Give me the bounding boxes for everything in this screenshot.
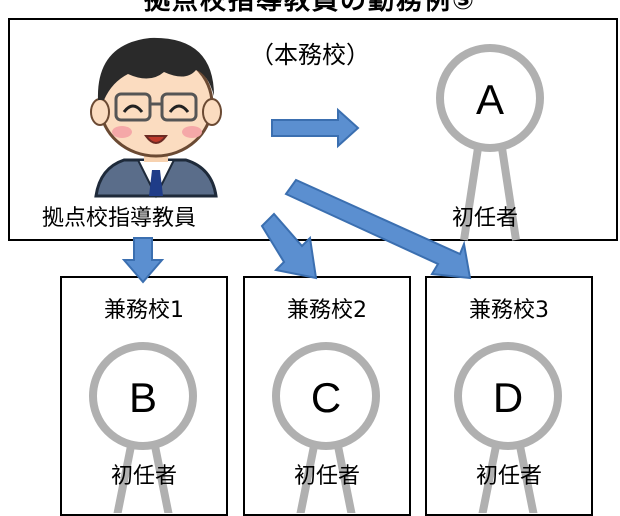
novice-d-figure: [454, 342, 562, 513]
novice-b-figure: [89, 342, 197, 513]
novice-d-letter: D: [493, 374, 523, 421]
sub-school-label-3: 兼務校3: [469, 298, 549, 323]
sub-school-box-2: [243, 276, 411, 516]
sub-school-box-1: [60, 276, 228, 516]
novice-a-caption: 初任者: [452, 206, 519, 231]
novice-a-letter: A: [476, 76, 504, 123]
teacher-illustration: [90, 37, 222, 199]
arrow-to-sub-school-3: [284, 178, 472, 280]
novice-c-figure: [272, 342, 380, 513]
sub-school-box-3: [425, 276, 593, 516]
novice-b-letter: B: [129, 374, 157, 421]
novice-b-caption: 初任者: [110, 464, 177, 489]
main-school-label: （本務校）: [250, 41, 370, 69]
teacher-caption: 拠点校指導教員: [42, 206, 197, 231]
novice-c-caption: 初任者: [293, 464, 360, 489]
sub-school-label-1: 兼務校1: [104, 298, 184, 323]
arrow-to-novice-a: [271, 107, 360, 149]
novice-a-figure: [436, 44, 544, 241]
arrow-to-sub-school-1: [121, 237, 165, 284]
sub-school-label-2: 兼務校2: [287, 298, 367, 323]
novice-d-caption: 初任者: [475, 464, 542, 489]
diagram-title: 拠点校指導教員の勤務例③: [143, 0, 476, 16]
arrow-to-sub-school-2: [260, 212, 318, 280]
novice-c-letter: C: [311, 374, 341, 421]
